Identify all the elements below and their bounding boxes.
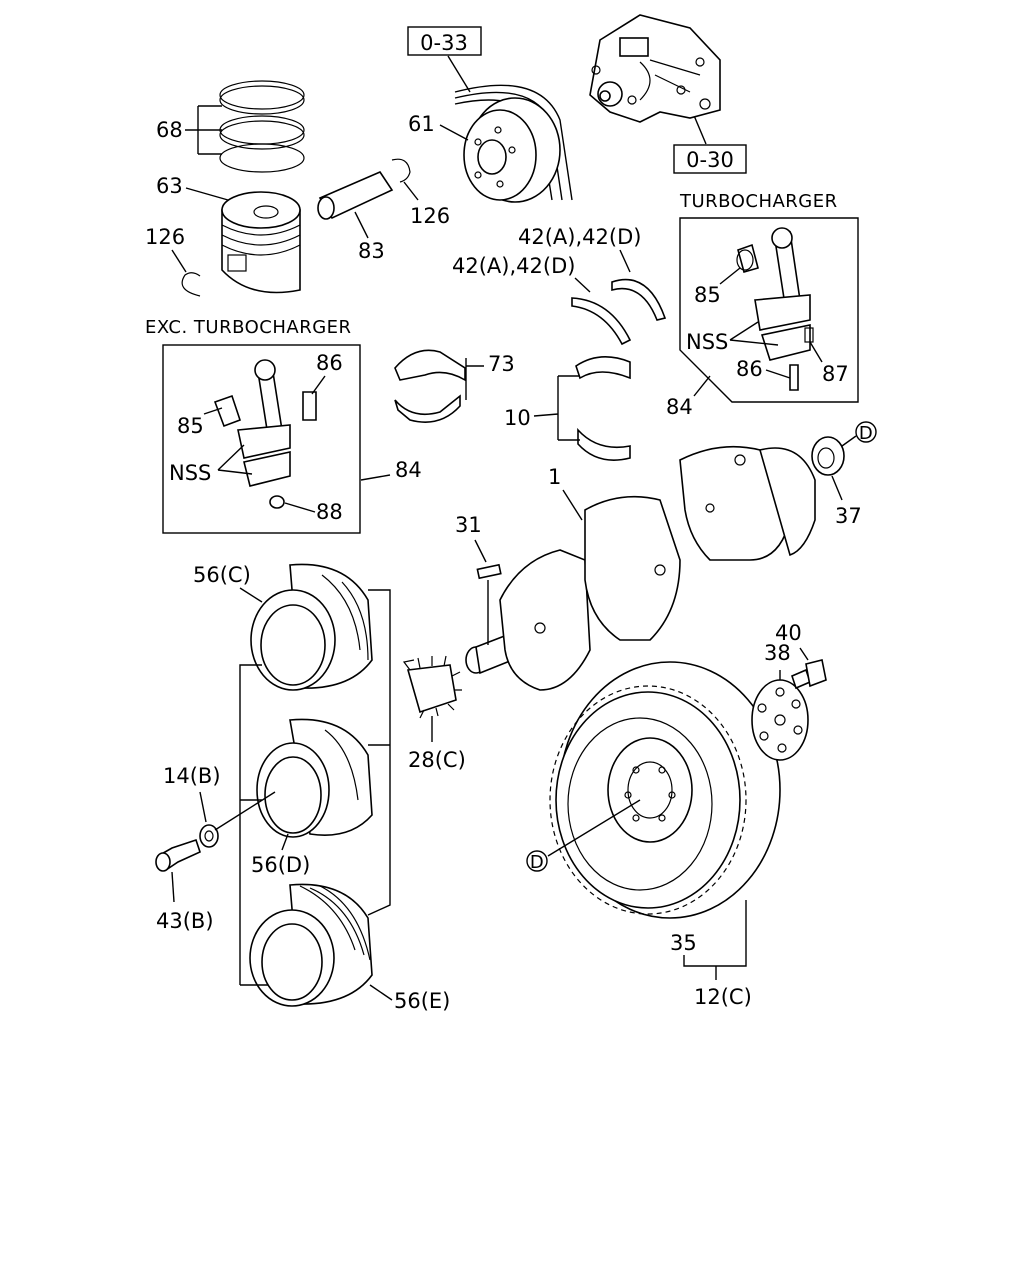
plate-38-drawing bbox=[751, 679, 809, 761]
bearing-73-drawing bbox=[394, 349, 466, 423]
ref-033-label: 0-33 bbox=[420, 31, 468, 55]
svg-text:D: D bbox=[530, 852, 544, 873]
exc-turbocharger-box bbox=[162, 344, 361, 534]
label-88[interactable]: 88 bbox=[316, 500, 343, 524]
label-nss-turbo[interactable]: NSS bbox=[686, 330, 728, 354]
label-nss-exc[interactable]: NSS bbox=[169, 461, 211, 485]
thrust-washer-1 bbox=[571, 297, 632, 346]
label-85-turbo[interactable]: 85 bbox=[694, 283, 721, 307]
circle-marker-d-top[interactable]: D bbox=[855, 421, 877, 444]
conrod-exc-drawing bbox=[213, 359, 317, 509]
crankshaft-drawing bbox=[465, 445, 816, 691]
conrod-turbo-drawing bbox=[736, 227, 814, 391]
label-86-turbo[interactable]: 86 bbox=[736, 357, 763, 381]
label-126-left[interactable]: 126 bbox=[145, 225, 185, 249]
label-35[interactable]: 35 bbox=[670, 931, 697, 955]
pulley-56d-drawing bbox=[256, 718, 373, 838]
label-63[interactable]: 63 bbox=[156, 174, 183, 198]
washer-14b-drawing bbox=[199, 824, 219, 848]
ref-box-033[interactable]: 0-33 bbox=[407, 26, 482, 56]
label-56e[interactable]: 56(E) bbox=[394, 989, 450, 1013]
label-28c[interactable]: 28(C) bbox=[408, 748, 466, 772]
section-turbocharger: TURBOCHARGER bbox=[679, 191, 838, 212]
piston-rings-drawing bbox=[219, 80, 305, 173]
label-68[interactable]: 68 bbox=[156, 118, 183, 142]
label-31[interactable]: 31 bbox=[455, 513, 482, 537]
label-40[interactable]: 40 bbox=[775, 621, 802, 645]
label-86-exc[interactable]: 86 bbox=[316, 351, 343, 375]
gear-28c-drawing bbox=[402, 655, 462, 719]
svg-text:D: D bbox=[859, 423, 873, 444]
label-83[interactable]: 83 bbox=[358, 239, 385, 263]
piston-pin-drawing bbox=[317, 171, 394, 220]
label-87[interactable]: 87 bbox=[822, 362, 849, 386]
label-10[interactable]: 10 bbox=[504, 406, 531, 430]
pilot-bearing-drawing bbox=[811, 436, 845, 476]
label-14b[interactable]: 14(B) bbox=[163, 764, 221, 788]
pulley-61-drawing bbox=[463, 97, 561, 203]
pulley-56c-drawing bbox=[250, 563, 373, 691]
belt-line bbox=[454, 84, 573, 201]
label-84-turbo[interactable]: 84 bbox=[666, 395, 693, 419]
label-12c[interactable]: 12(C) bbox=[694, 985, 752, 1009]
thrust-washer-2 bbox=[611, 278, 667, 321]
circlip-left bbox=[181, 272, 201, 297]
pulley-56e-drawing bbox=[249, 883, 373, 1007]
label-56d[interactable]: 56(D) bbox=[251, 853, 310, 877]
label-42-upper[interactable]: 42(A),42(D) bbox=[518, 225, 641, 249]
label-73[interactable]: 73 bbox=[488, 352, 515, 376]
ref-030-label: 0-30 bbox=[686, 148, 734, 172]
bolt-43b-drawing bbox=[155, 838, 201, 872]
section-exc-turbocharger: EXC. TURBOCHARGER bbox=[145, 317, 352, 338]
bolt-40-drawing bbox=[791, 659, 827, 690]
key-31-drawing bbox=[476, 563, 502, 580]
ref-033-leader bbox=[447, 55, 471, 93]
pulley-group-bracket bbox=[239, 589, 391, 986]
label-126-right[interactable]: 126 bbox=[410, 204, 450, 228]
label-84-exc[interactable]: 84 bbox=[395, 458, 422, 482]
label-43b[interactable]: 43(B) bbox=[156, 909, 214, 933]
label-42-lower[interactable]: 42(A),42(D) bbox=[452, 254, 575, 278]
label-38[interactable]: 38 bbox=[764, 641, 791, 665]
flywheel-drawing bbox=[549, 661, 781, 919]
water-pump-drawing bbox=[589, 14, 721, 123]
label-56c[interactable]: 56(C) bbox=[193, 563, 251, 587]
circle-marker-d-bottom[interactable]: D bbox=[526, 850, 548, 873]
circlip-right bbox=[391, 158, 411, 183]
label-85-exc[interactable]: 85 bbox=[177, 414, 204, 438]
label-37[interactable]: 37 bbox=[835, 504, 862, 528]
ref-box-030[interactable]: 0-30 bbox=[673, 144, 747, 174]
bearing-10-drawing bbox=[575, 356, 631, 461]
label-1[interactable]: 1 bbox=[548, 465, 561, 489]
label-61[interactable]: 61 bbox=[408, 112, 435, 136]
piston-drawing bbox=[221, 191, 301, 294]
turbocharger-box bbox=[679, 217, 859, 403]
